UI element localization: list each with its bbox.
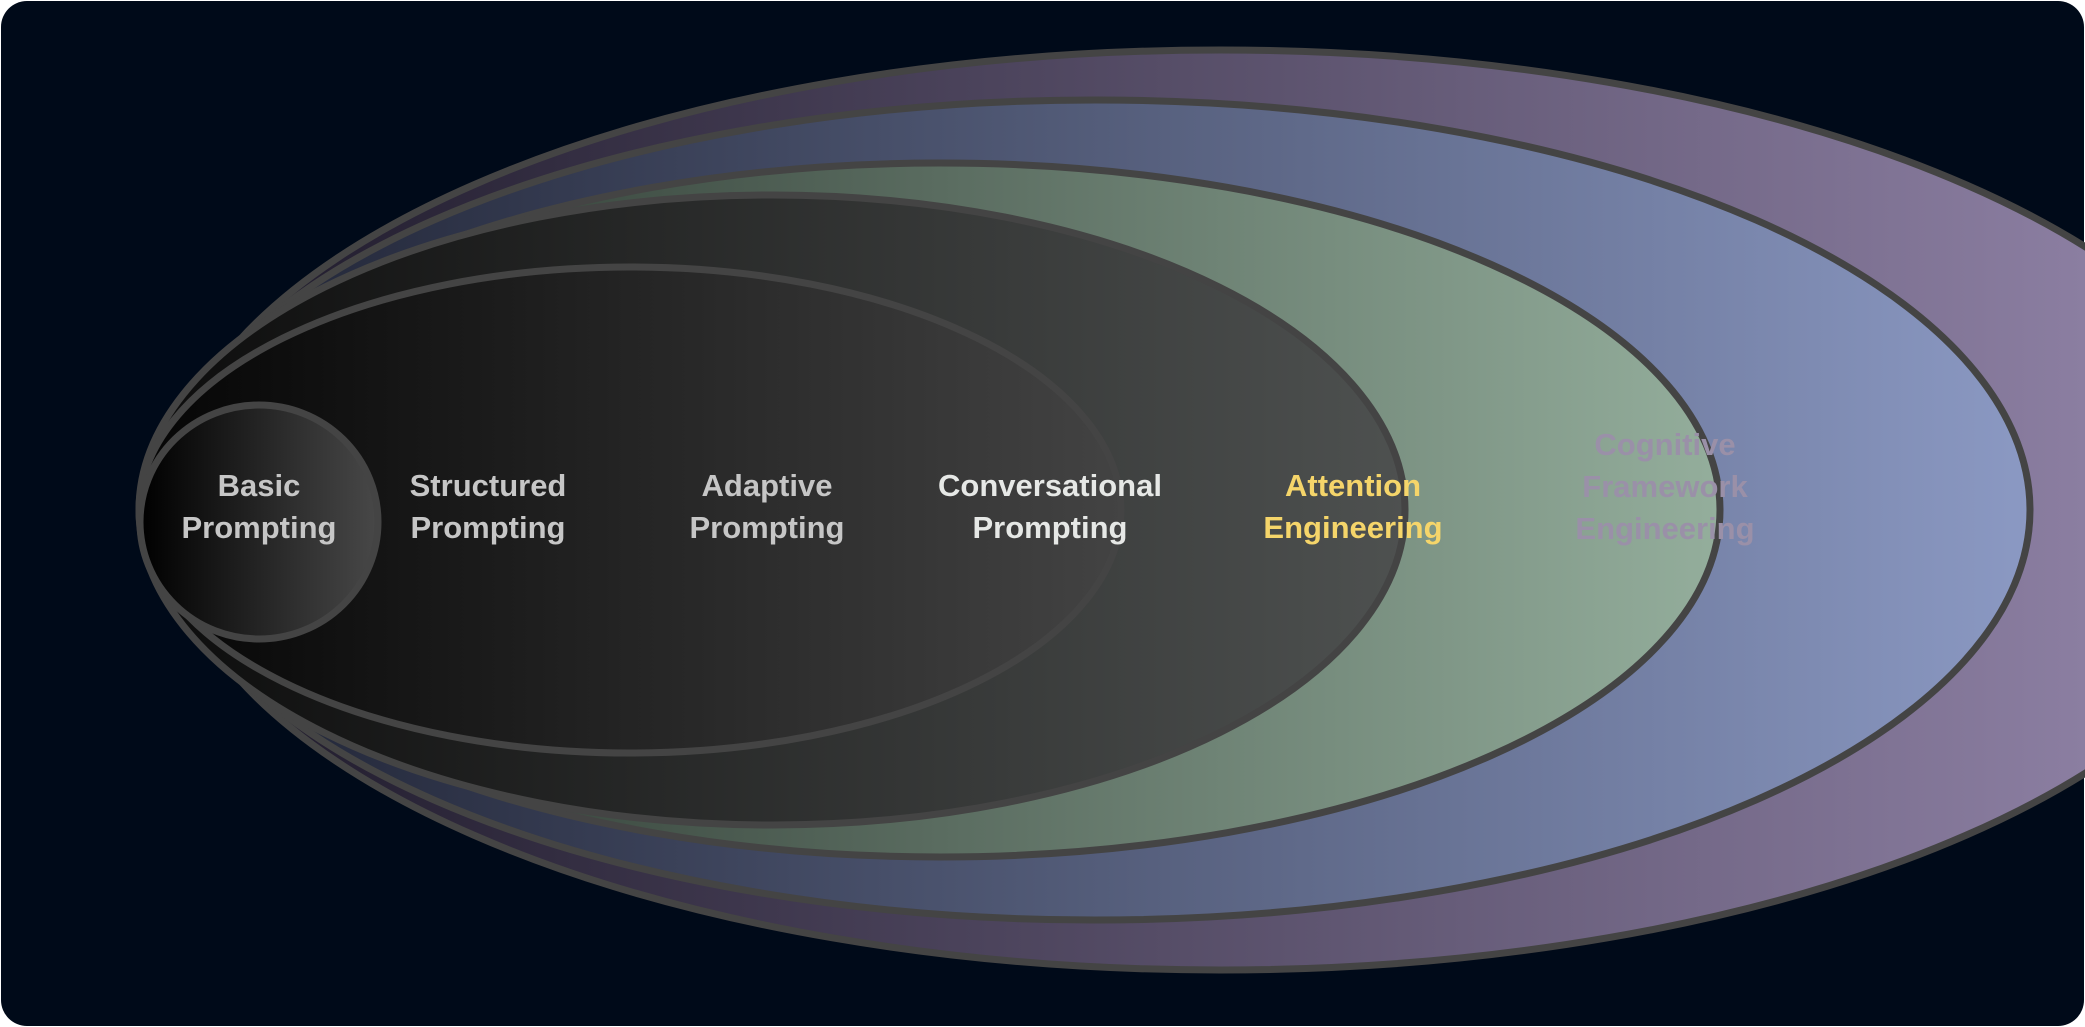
attention-engineering-label-line: Attention — [1285, 468, 1421, 503]
adaptive-prompting-label-line: Prompting — [690, 510, 845, 545]
structured-prompting-label-line: Prompting — [411, 510, 566, 545]
structured-prompting-label-line: Structured — [410, 468, 567, 503]
cognitive-framework-engineering-label-line: Engineering — [1575, 511, 1754, 546]
cognitive-framework-engineering-label-line: Cognitive — [1594, 427, 1735, 462]
conversational-prompting-label-line: Prompting — [973, 510, 1128, 545]
layer-ellipses — [135, 46, 2085, 974]
conversational-prompting-label-line: Conversational — [938, 468, 1162, 503]
basic-prompting-ellipse — [136, 401, 382, 643]
basic-prompting-label-line: Basic — [218, 468, 301, 503]
cognitive-framework-engineering-label-line: Framework — [1582, 469, 1748, 504]
attention-engineering-label-line: Engineering — [1263, 510, 1442, 545]
adaptive-prompting-label-line: Adaptive — [702, 468, 833, 503]
basic-prompting-label-line: Prompting — [182, 510, 337, 545]
